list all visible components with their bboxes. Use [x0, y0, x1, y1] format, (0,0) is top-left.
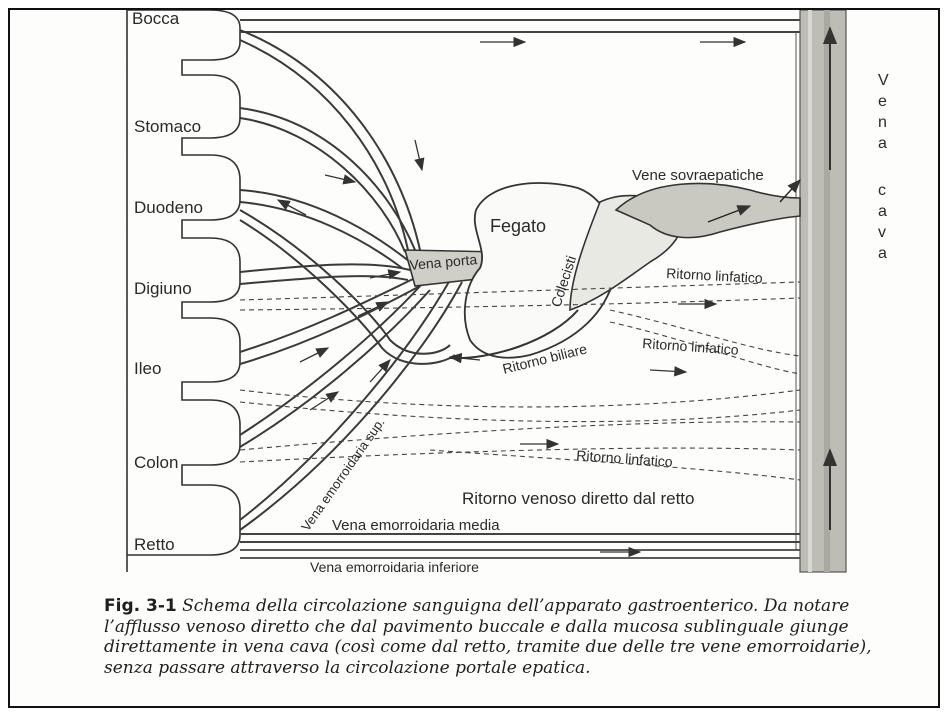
circulation-diagram: Bocca Stomaco Duodeno Digiuno Ileo Colon…	[10, 10, 938, 590]
vena-cava-letter: n	[878, 114, 887, 131]
figure-frame: Bocca Stomaco Duodeno Digiuno Ileo Colon…	[8, 8, 940, 708]
organ-label-stomaco: Stomaco	[134, 117, 201, 136]
label-vene-sovraepatiche: Vene sovraepatiche	[632, 167, 764, 184]
label-ritorno-linfatico-1: Ritorno linfatico	[666, 265, 763, 286]
vena-cava-letter: a	[878, 245, 887, 262]
vessel-emorroidaria-inferiore	[240, 550, 800, 558]
organ-label-bocca: Bocca	[132, 10, 180, 28]
vessel-emorroidaria-media	[240, 534, 800, 542]
vessel-bocca-cava	[240, 20, 800, 32]
label-vena-emorroidaria-inferiore: Vena emorroidaria inferiore	[310, 559, 479, 575]
label-vena-emorroidaria-media: Vena emorroidaria media	[332, 517, 500, 534]
caption-fig-number: Fig. 3-1	[104, 596, 177, 616]
organ-label-ileo: Ileo	[134, 359, 161, 378]
caption-text: Schema della circolazione sanguigna dell…	[104, 596, 872, 678]
vena-cava-letter: a	[878, 203, 887, 220]
label-ritorno-linfatico-3: Ritorno linfatico	[576, 447, 674, 470]
organ-label-digiuno: Digiuno	[134, 279, 192, 298]
label-ritorno-venoso-retto: Ritorno venoso diretto dal retto	[462, 489, 694, 508]
label-ritorno-linfatico-2: Ritorno linfatico	[642, 335, 740, 358]
figure-caption: Fig. 3-1 Schema della circolazione sangu…	[104, 596, 924, 678]
vena-cava-band	[800, 10, 846, 572]
organ-label-duodeno: Duodeno	[134, 198, 203, 217]
label-fegato: Fegato	[490, 216, 546, 236]
vena-cava-letter: a	[878, 135, 887, 152]
vena-cava-letter: e	[878, 93, 887, 110]
label-vena-emorroidaria-sup: Vena emorroidaria sup.	[298, 415, 387, 534]
vena-cava-letter: c	[878, 182, 886, 199]
vena-cava-letter: v	[878, 224, 886, 241]
organ-label-colon: Colon	[134, 453, 178, 472]
organ-label-retto: Retto	[134, 535, 175, 554]
vena-cava-letter: V	[878, 72, 889, 89]
